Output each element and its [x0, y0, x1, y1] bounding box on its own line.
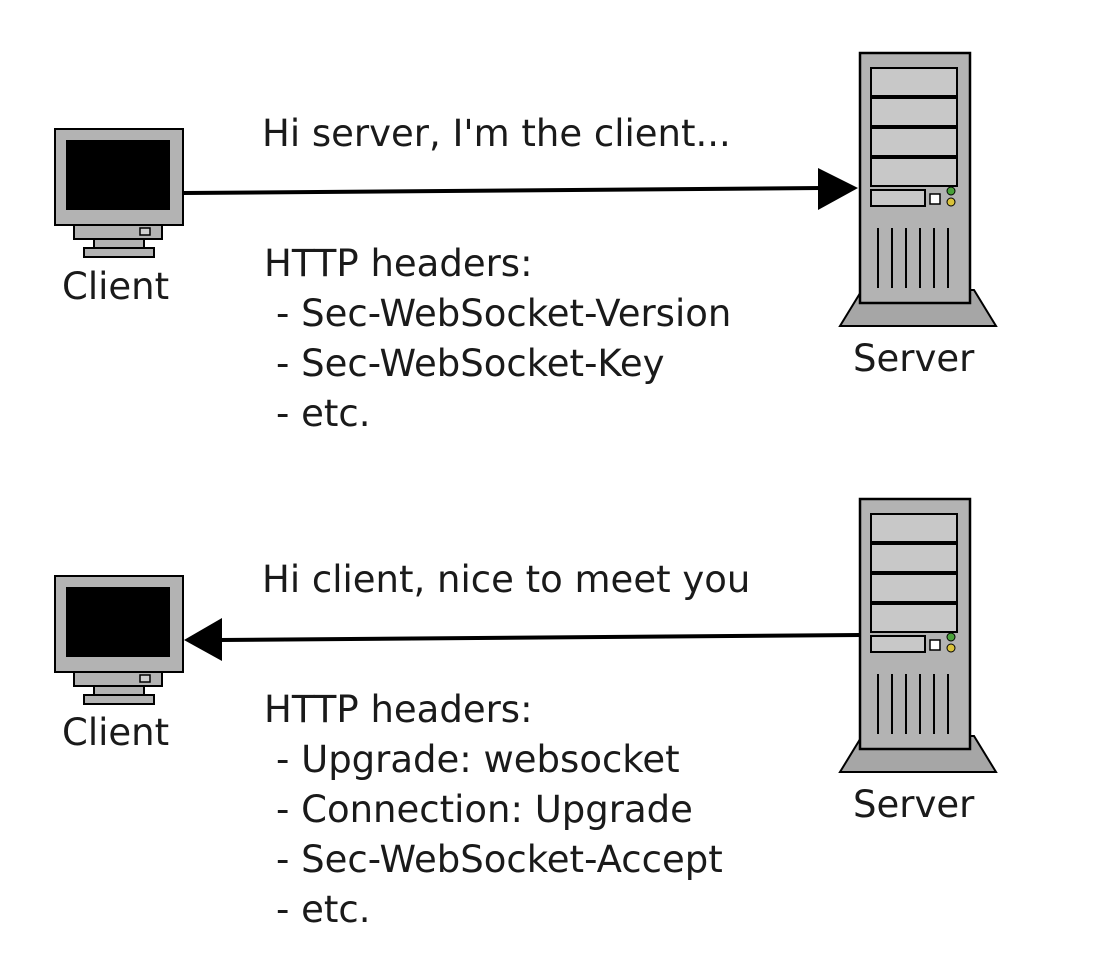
server-label: Server [853, 337, 975, 380]
client-monitor-icon [54, 575, 184, 705]
server-label: Server [853, 783, 975, 826]
request-headers: HTTP headers: - Sec-WebSocket-Version - … [264, 239, 731, 439]
header-item: - etc. [276, 888, 371, 931]
response-message: Hi client, nice to meet you [262, 558, 751, 601]
header-item: - Upgrade: websocket [276, 738, 680, 781]
request-message: Hi server, I'm the client... [262, 112, 731, 155]
header-item: - Sec-WebSocket-Accept [276, 838, 723, 881]
header-item: - Sec-WebSocket-Key [276, 342, 665, 385]
header-item: - Connection: Upgrade [276, 788, 693, 831]
headers-title: HTTP headers: [264, 688, 533, 731]
header-item: - etc. [276, 392, 371, 435]
client-label: Client [62, 265, 170, 308]
headers-title: HTTP headers: [264, 242, 533, 285]
client-monitor-icon [54, 128, 184, 258]
server-tower-icon [838, 497, 998, 773]
client-label: Client [62, 711, 170, 754]
header-item: - Sec-WebSocket-Version [276, 292, 732, 335]
response-headers: HTTP headers: - Upgrade: websocket - Con… [264, 685, 723, 935]
server-tower-icon [838, 51, 998, 327]
